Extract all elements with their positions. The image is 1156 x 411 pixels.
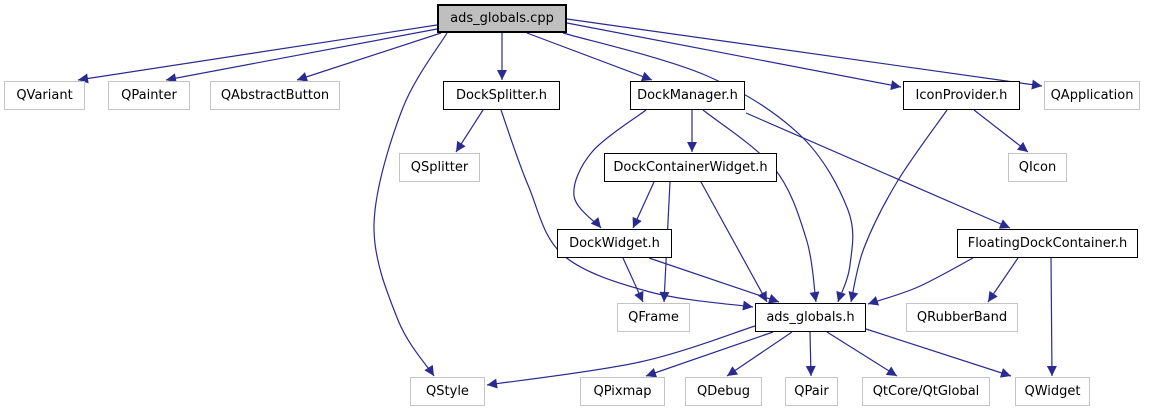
edge-ads_globals_h-to-qpixmap — [645, 331, 774, 378]
node-dockmanager_h[interactable]: DockManager.h — [630, 81, 745, 110]
edge-dockcontainerwidget_h-to-ads_globals_h — [700, 181, 768, 303]
node-qpainter: QPainter — [108, 81, 190, 110]
node-iconprovider_h[interactable]: IconProvider.h — [903, 81, 1020, 110]
node-qicon: QIcon — [1008, 153, 1067, 182]
edge-ads_globals_h-to-qwidget — [865, 328, 1012, 378]
edge-ads_globals_cpp-to-qstyle — [373, 32, 448, 377]
edge-ads_globals_h-to-qdebug — [726, 331, 793, 377]
edge-iconprovider_h-to-ads_globals_h — [848, 109, 948, 303]
edge-docksplitter_h-to-qsplitter — [455, 109, 484, 153]
node-qwidget: QWidget — [1015, 377, 1090, 406]
edge-iconprovider_h-to-qicon — [973, 109, 1029, 153]
node-dockcontainerwidget_h[interactable]: DockContainerWidget.h — [604, 153, 777, 182]
node-qtcore_qtglobal: QtCore/QtGlobal — [862, 377, 990, 406]
node-qpair: QPair — [785, 377, 838, 406]
edge-dockwidget_h-to-ads_globals_h — [648, 257, 780, 304]
edge-docksplitter_h-to-ads_globals_h — [500, 109, 754, 311]
node-ads_globals_cpp: ads_globals.cpp — [437, 4, 567, 33]
node-qsplitter: QSplitter — [399, 153, 480, 182]
edge-ads_globals_cpp-to-qapplication — [566, 18, 1043, 90]
edge-ads_globals_cpp-to-qpainter — [165, 28, 438, 84]
edge-dockmanager_h-to-ads_globals_h — [702, 109, 820, 303]
node-qrubberband: QRubberBand — [906, 303, 1018, 332]
edge-dockmanager_h-to-floatingdockcontainer_h — [745, 112, 1011, 229]
edge-floatingdockcontainer_h-to-ads_globals_h — [867, 257, 974, 306]
node-qabstractbutton: QAbstractButton — [210, 81, 340, 110]
node-docksplitter_h[interactable]: DockSplitter.h — [443, 81, 560, 110]
node-qpixmap: QPixmap — [580, 377, 665, 406]
edge-floatingdockcontainer_h-to-qrubberband — [987, 257, 1019, 303]
edge-dockwidget_h-to-qframe — [622, 257, 644, 303]
edge-floatingdockcontainer_h-to-qwidget — [1046, 257, 1057, 377]
node-qapplication: QApplication — [1044, 81, 1140, 110]
node-ads_globals_h[interactable]: ads_globals.h — [755, 303, 866, 332]
edge-ads_globals_cpp-to-qabstractbutton — [296, 32, 442, 82]
edge-ads_globals_cpp-to-iconprovider_h — [566, 22, 902, 91]
edge-ads_globals_cpp-to-dockmanager_h — [526, 32, 653, 82]
edge-dockcontainerwidget_h-to-dockwidget_h — [632, 181, 655, 229]
edge-ads_globals_cpp-to-qvariant — [77, 24, 438, 84]
node-dockwidget_h[interactable]: DockWidget.h — [557, 229, 672, 258]
node-qdebug: QDebug — [685, 377, 762, 406]
node-qstyle: QStyle — [410, 377, 485, 406]
node-qvariant: QVariant — [4, 81, 85, 110]
node-qframe: QFrame — [617, 303, 690, 332]
edge-ads_globals_h-to-qpair — [805, 331, 816, 377]
edge-ads_globals_h-to-qtcore_qtglobal — [826, 331, 898, 377]
node-floatingdockcontainer_h[interactable]: FloatingDockContainer.h — [957, 229, 1138, 258]
